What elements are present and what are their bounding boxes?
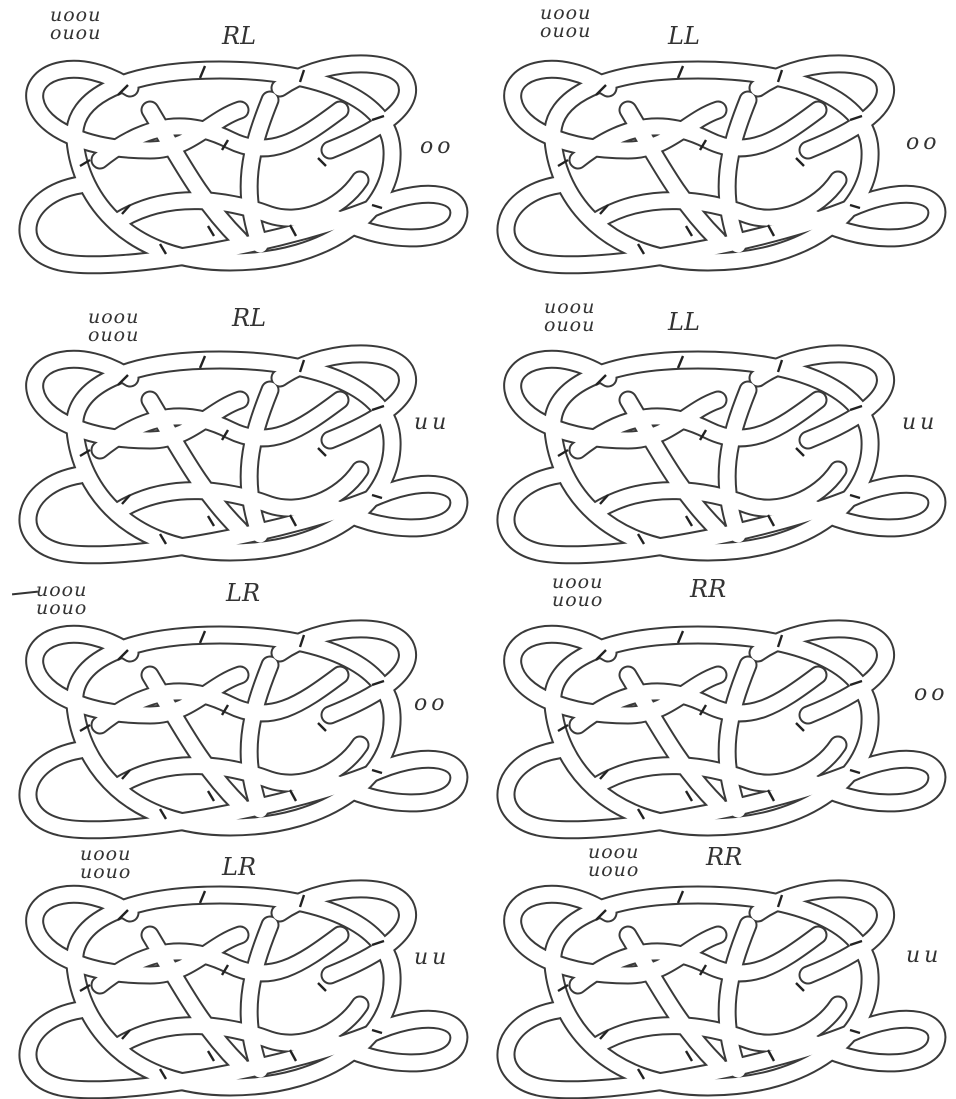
knot-ribbon [506,64,937,265]
crossing-mark [796,448,804,456]
side-loop-label: uu [414,945,450,970]
side-loop-label: oo [420,134,455,159]
handedness-label: RR [706,843,742,871]
handedness-label: LL [668,308,700,336]
knot-panel: uoou uouo RR oo [478,565,956,839]
crossing-code-label: uoou uouo [588,843,639,879]
side-loop-label: uu [906,943,942,968]
knot-ribbon [506,889,937,1090]
crossing-code-label: uoou uouo [80,845,131,881]
side-loop-label: oo [414,691,449,716]
crossing-mark [686,791,692,801]
side-loop-label: uu [414,410,450,435]
handedness-label: RL [232,304,266,332]
knot-drawing [478,565,956,839]
handedness-label: RL [222,22,256,50]
knot-ribbon [28,889,459,1090]
knot-ribbon [28,354,459,555]
crossing-code-label: uoou ouou [540,4,591,40]
crossing-code-label: uoou uouo [552,573,603,609]
side-loop-label: oo [914,681,949,706]
crossing-mark [796,723,804,731]
knot-panel: uoou uouo LR uu [0,825,478,1099]
crossing-mark [318,448,326,456]
side-loop-label: oo [906,130,941,155]
crossing-mark [318,158,326,166]
crossing-mark [686,1051,692,1061]
crossing-mark [208,791,214,801]
crossing-mark [796,983,804,991]
crossing-mark [318,723,326,731]
knot-panel: uoou ouou RL oo [0,0,478,274]
knot-panel: uoou uouo RR uu [478,825,956,1099]
crossing-mark [208,226,214,236]
crossing-mark [686,516,692,526]
knot-ribbon [28,629,459,830]
crossing-mark [208,516,214,526]
handedness-label: LR [226,579,260,607]
knot-ribbon [506,354,937,555]
knot-panel: uoou uouo LR oo [0,565,478,839]
knot-panel: uoou ouou RL uu [0,290,478,564]
knot-ribbon [28,64,459,265]
knot-panel: uoou ouou LL uu [478,290,956,564]
crossing-mark [686,226,692,236]
crossing-code-label: uoou uouo [36,581,87,617]
knot-panel: uoou ouou LL oo [478,0,956,274]
crossing-code-label: uoou ouou [50,6,101,42]
crossing-code-label: uoou ouou [88,308,139,344]
crossing-code-label: uoou ouou [544,298,595,334]
handedness-label: LL [668,22,700,50]
crossing-mark [318,983,326,991]
knot-ribbon [506,629,937,830]
handedness-label: LR [222,853,256,881]
crossing-mark [796,158,804,166]
handedness-label: RR [690,575,726,603]
crossing-mark [208,1051,214,1061]
side-loop-label: uu [902,410,938,435]
